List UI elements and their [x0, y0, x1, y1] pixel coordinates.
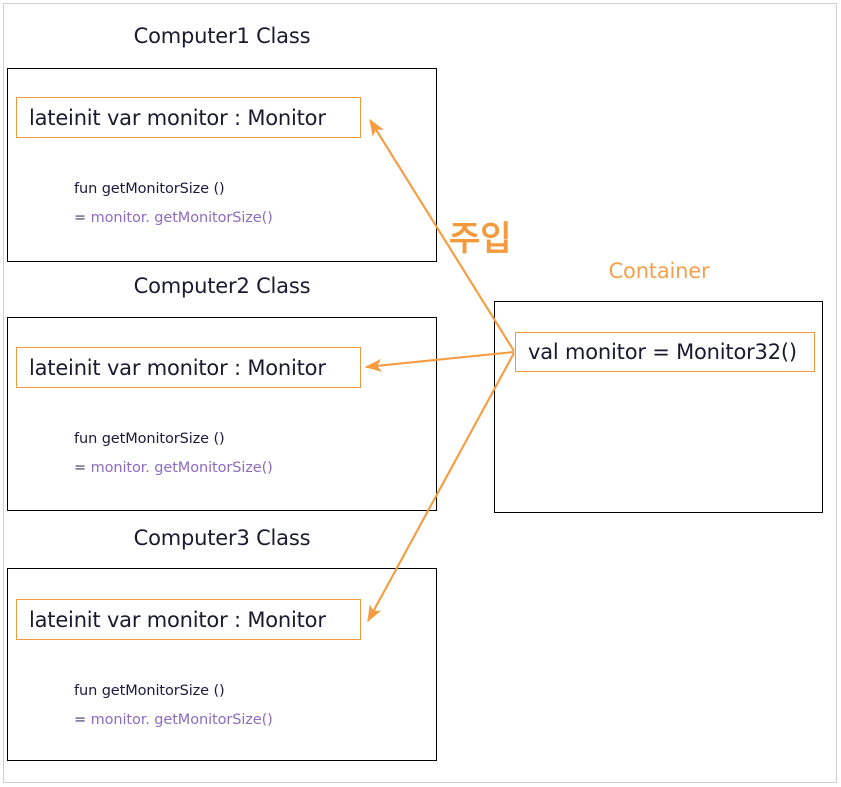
method-body-call-computer2: getMonitorSize() [149, 460, 273, 476]
method-body-receiver-computer3: monitor. [90, 712, 150, 728]
method-body-prefix-computer2: = [74, 460, 91, 476]
method-body-computer1: = monitor. getMonitorSize() [74, 210, 273, 226]
method-body-prefix-computer3: = [74, 712, 91, 728]
method-signature-computer2: fun getMonitorSize () [74, 431, 225, 447]
method-body-computer3: = monitor. getMonitorSize() [74, 712, 273, 728]
method-body-receiver-computer2: monitor. [90, 460, 150, 476]
method-body-computer2: = monitor. getMonitorSize() [74, 460, 273, 476]
method-signature-computer3: fun getMonitorSize () [74, 683, 225, 699]
outer-frame [3, 3, 837, 783]
method-body-prefix-computer1: = [74, 210, 91, 226]
class-title-computer2: Computer2 Class [133, 274, 311, 298]
inject-label: 주입 [449, 219, 512, 259]
method-body-call-computer3: getMonitorSize() [149, 712, 273, 728]
field-box-computer2: lateinit var monitor : Monitor [16, 347, 361, 388]
field-box-computer1: lateinit var monitor : Monitor [16, 97, 361, 138]
class-box-computer3 [7, 568, 437, 761]
method-body-call-computer1: getMonitorSize() [149, 210, 273, 226]
class-title-computer1: Computer1 Class [133, 24, 311, 48]
monitor-declaration-box: val monitor = Monitor32() [515, 332, 815, 372]
field-box-computer3: lateinit var monitor : Monitor [16, 599, 361, 640]
method-signature-computer1: fun getMonitorSize () [74, 181, 225, 197]
method-body-receiver-computer1: monitor. [90, 210, 150, 226]
class-title-computer3: Computer3 Class [133, 526, 311, 550]
container-title: Container [608, 259, 710, 283]
